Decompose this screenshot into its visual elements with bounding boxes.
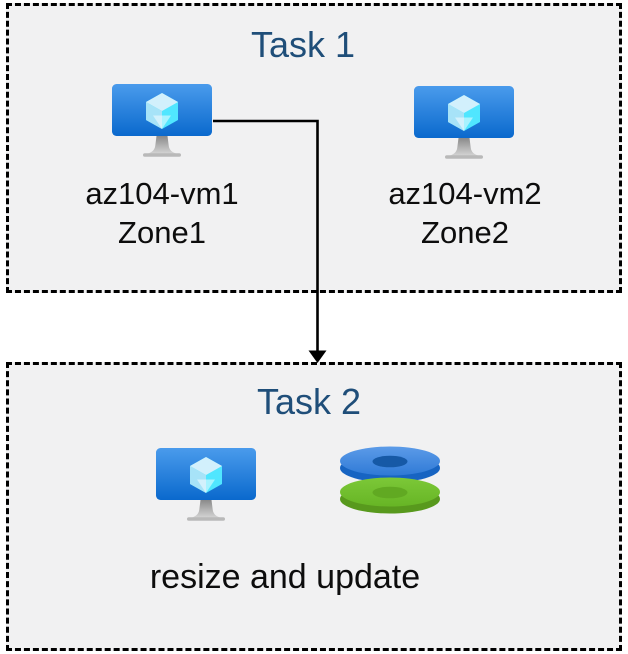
virtual-machine-icon	[156, 448, 256, 521]
green-disk-hole	[372, 486, 408, 499]
virtual-machine-icon	[414, 86, 514, 159]
task2-box	[6, 362, 622, 651]
vm1-zone: Zone1	[118, 215, 206, 250]
blue-disk-hole	[372, 455, 408, 468]
vm2-label: az104-vm2 Zone2	[345, 174, 585, 252]
vm-stand	[145, 136, 179, 155]
vm2-name: az104-vm2	[388, 176, 542, 211]
task2-title: Task 2	[256, 381, 362, 422]
managed-disks-icon	[340, 446, 440, 514]
virtual-machine-icon	[112, 84, 212, 157]
vm1-name: az104-vm1	[85, 176, 239, 211]
task1-title: Task 1	[250, 24, 356, 65]
vm1-label: az104-vm1 Zone1	[42, 174, 282, 252]
vm2-zone: Zone2	[421, 215, 509, 250]
task2-caption: resize and update	[149, 558, 421, 596]
